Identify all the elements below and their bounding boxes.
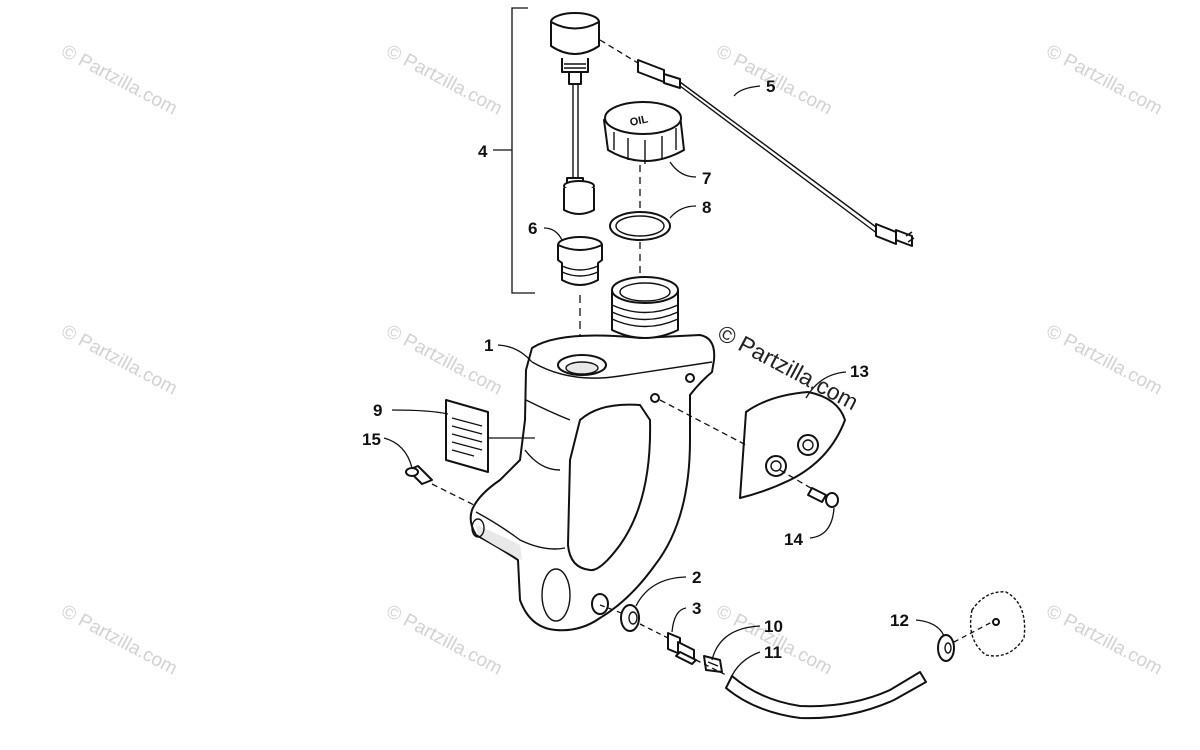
watermark: © Partzilla.com [58,41,181,120]
drain-grommet [599,604,640,632]
mounting-screw-right [779,469,839,508]
callout-1: 1 [484,336,493,355]
callout-4: 4 [478,142,488,161]
hose-fitting [639,623,697,665]
heat-shield [659,391,846,499]
callout-9: 9 [373,401,382,420]
warning-decal [445,399,489,473]
watermark: © Partzilla.com [1043,41,1166,120]
callout-13: 13 [850,362,869,381]
callout-6: 6 [528,219,537,238]
callout-7: 7 [702,169,711,188]
watermark: © Partzilla.com [713,601,836,680]
callout-3: 3 [692,599,701,618]
wire-harness [599,39,915,247]
o-ring-seal [609,211,671,241]
callout-8: 8 [702,198,711,217]
callout-11: 11 [764,643,782,662]
callout-2: 2 [692,568,701,587]
watermark: © Partzilla.com [58,321,181,400]
cap-lettering: OIL [629,113,650,129]
callout-10: 10 [764,617,783,636]
oil-filler-cap: OIL [603,101,685,164]
oil-hose [695,659,927,720]
watermark: © Partzilla.com [383,601,506,680]
watermark: © Partzilla.com [1043,321,1166,400]
watermark: © Partzilla.com [383,41,506,120]
callout-labels: 1 2 3 4 5 6 7 8 9 10 11 12 13 14 15 [362,77,909,662]
grommet-bushing [557,236,603,286]
callout-leaders [383,85,945,681]
callout-15: 15 [362,430,381,449]
watermark: © Partzilla.com [58,601,181,680]
callout-5: 5 [766,77,775,96]
oil-level-sender [550,12,600,215]
watermark: © Partzilla.com [383,321,506,400]
outlet-grommet [937,591,1026,662]
mounting-screw-left [405,465,475,506]
assembly-bracket [493,7,535,294]
callout-14: 14 [784,530,803,549]
oil-tank [469,276,716,632]
callout-12: 12 [890,611,909,630]
watermark: © Partzilla.com [1043,601,1166,680]
